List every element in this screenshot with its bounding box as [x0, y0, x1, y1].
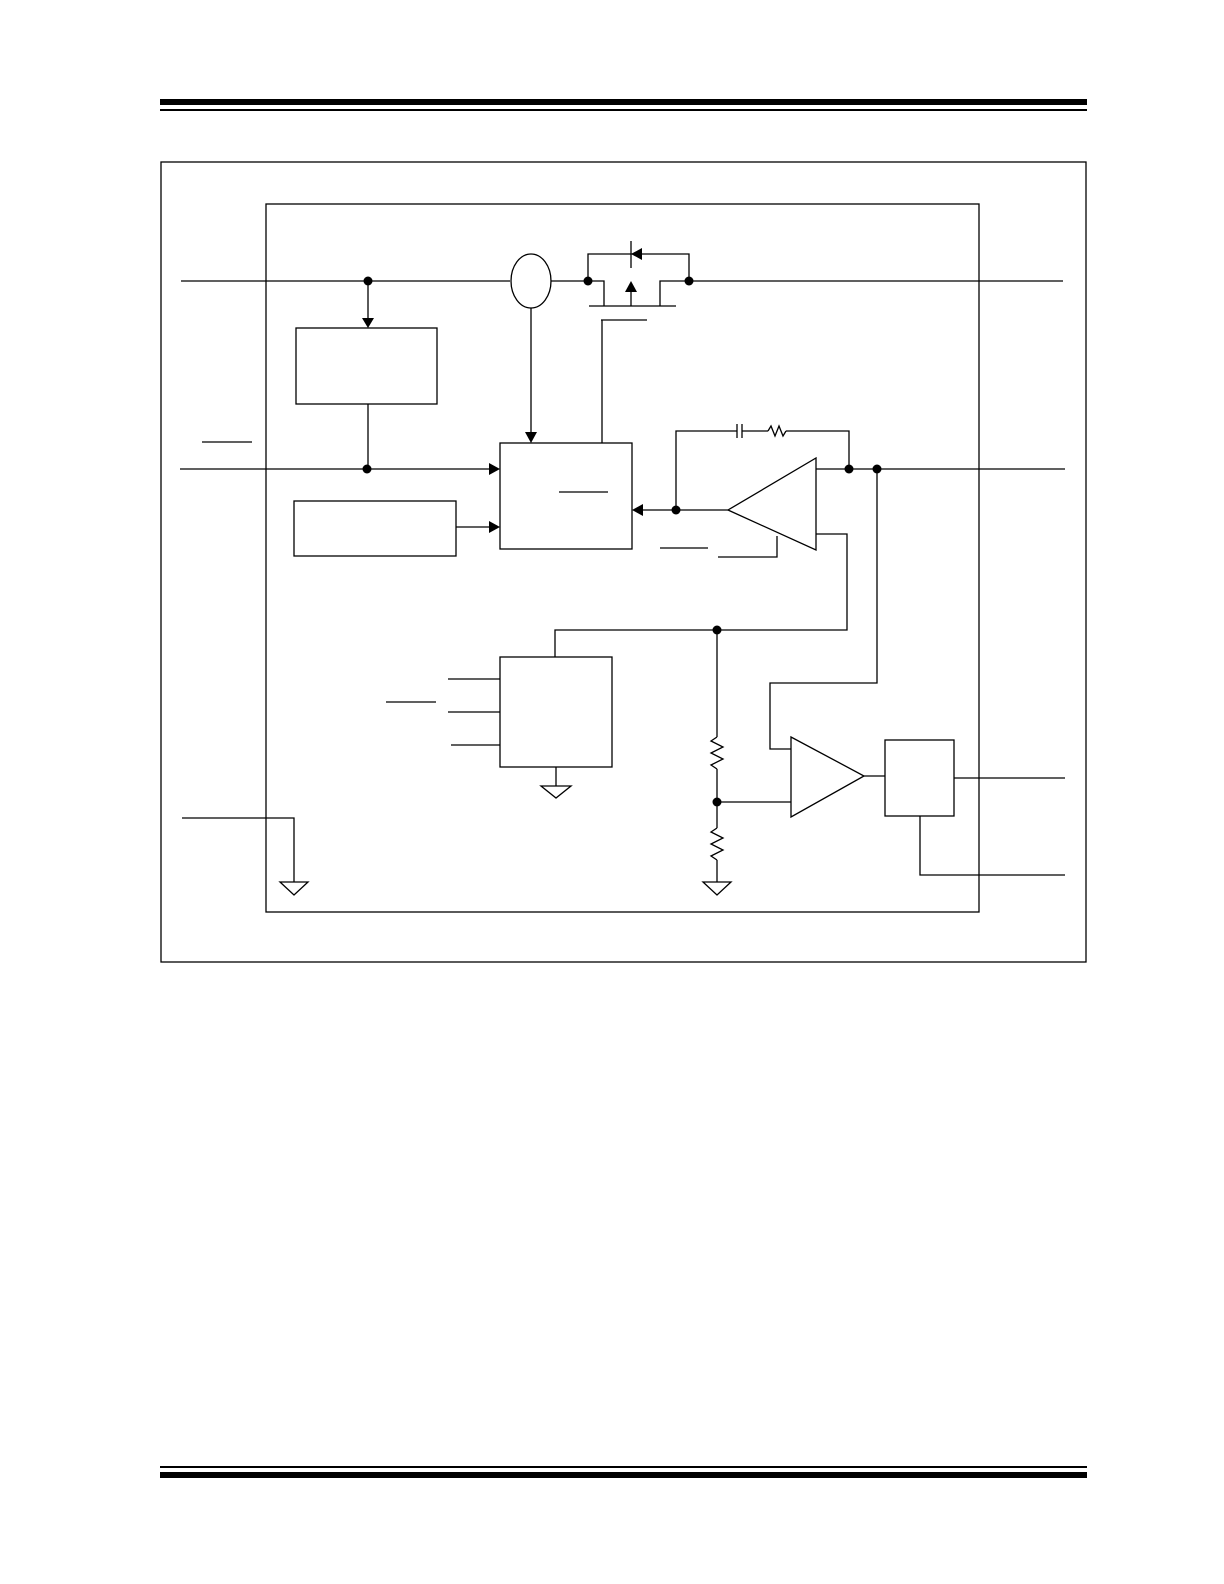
bulk-arrow [625, 281, 637, 292]
arrow-down [362, 318, 374, 328]
source-wire [588, 280, 605, 306]
amp-enable-wire [718, 536, 778, 558]
header-rule-thin [160, 109, 1087, 111]
footer-rule-thin [160, 1466, 1087, 1468]
block-middle-left [293, 500, 457, 557]
delay-block [884, 739, 955, 817]
ground-icon [278, 881, 310, 896]
diode-arrow [631, 248, 642, 260]
error-amplifier [726, 456, 817, 552]
arrow-left [632, 504, 643, 516]
footer-rule-thick [160, 1472, 1087, 1478]
device-boundary [265, 203, 980, 913]
control-logic-block [499, 442, 633, 550]
ground-icon [701, 881, 733, 896]
arrow-down [525, 432, 537, 443]
junction-dot [844, 464, 854, 474]
ground-icon [539, 785, 573, 799]
arrow-right [489, 463, 500, 475]
resistor-lower [709, 827, 725, 861]
block-upper-left [295, 327, 438, 405]
drain-wire [659, 280, 689, 306]
feedback-wire [675, 430, 737, 510]
comparator [790, 735, 866, 819]
timing-output-line [919, 816, 1065, 876]
sense-wire [769, 469, 878, 750]
resistor-upper [709, 736, 725, 770]
bias-block [499, 656, 613, 768]
wire [786, 430, 850, 469]
figure-frame [160, 161, 1087, 963]
current-sense-element [510, 253, 552, 309]
resistor-feedback [767, 424, 787, 438]
arrow-right [489, 521, 500, 533]
ground-pin-line [182, 817, 295, 882]
reference-wire [554, 533, 848, 657]
header-rule-thick [160, 99, 1087, 105]
